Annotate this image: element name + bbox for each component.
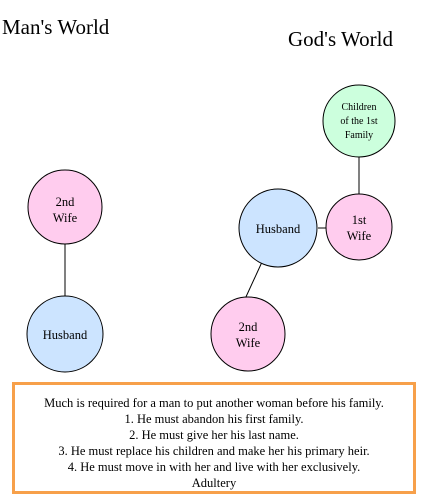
requirements-note-box: Much is required for a man to put anothe… [12,382,416,494]
node-circle [322,84,396,158]
node-gods-children: Children of the 1st Family [322,84,396,158]
node-label: Wife [53,211,78,225]
node-label: Family [345,130,373,141]
node-label: 2nd [239,320,259,334]
node-circle [210,296,286,372]
node-label: Children [342,102,377,113]
node-circle [27,169,103,245]
note-item-3: 3. He must replace his children and make… [58,444,370,458]
mans-world-heading: Man's World [2,15,110,39]
note-intro: Much is required for a man to put anothe… [44,396,384,410]
node-label: Husband [256,222,301,236]
node-label: Wife [347,229,372,243]
node-circle [26,295,104,373]
note-item-4: 4. He must move in with her and live wit… [67,460,361,474]
relationship-diagram: 2nd Wife Husband Children of the 1st Fam… [26,84,396,373]
node-gods-first-wife: 1st Wife [325,193,393,261]
node-mans-husband: Husband [26,295,104,373]
node-label: of the 1st [340,116,377,127]
node-label: 2nd [56,195,76,209]
node-mans-second-wife: 2nd Wife [27,169,103,245]
node-label: Husband [43,328,88,342]
node-label: Wife [236,336,261,350]
node-label: 1st [352,213,367,227]
note-item-2: 2. He must give her his last name. [129,428,299,442]
note-conclusion: Adultery [191,476,237,490]
connector-god-husband-second-wife [244,261,263,300]
node-circle [325,193,393,261]
node-gods-second-wife: 2nd Wife [210,296,286,372]
gods-world-heading: God's World [288,27,393,51]
node-gods-husband: Husband [238,188,318,268]
note-item-1: 1. He must abandon his first family. [124,412,304,426]
node-circle [238,188,318,268]
